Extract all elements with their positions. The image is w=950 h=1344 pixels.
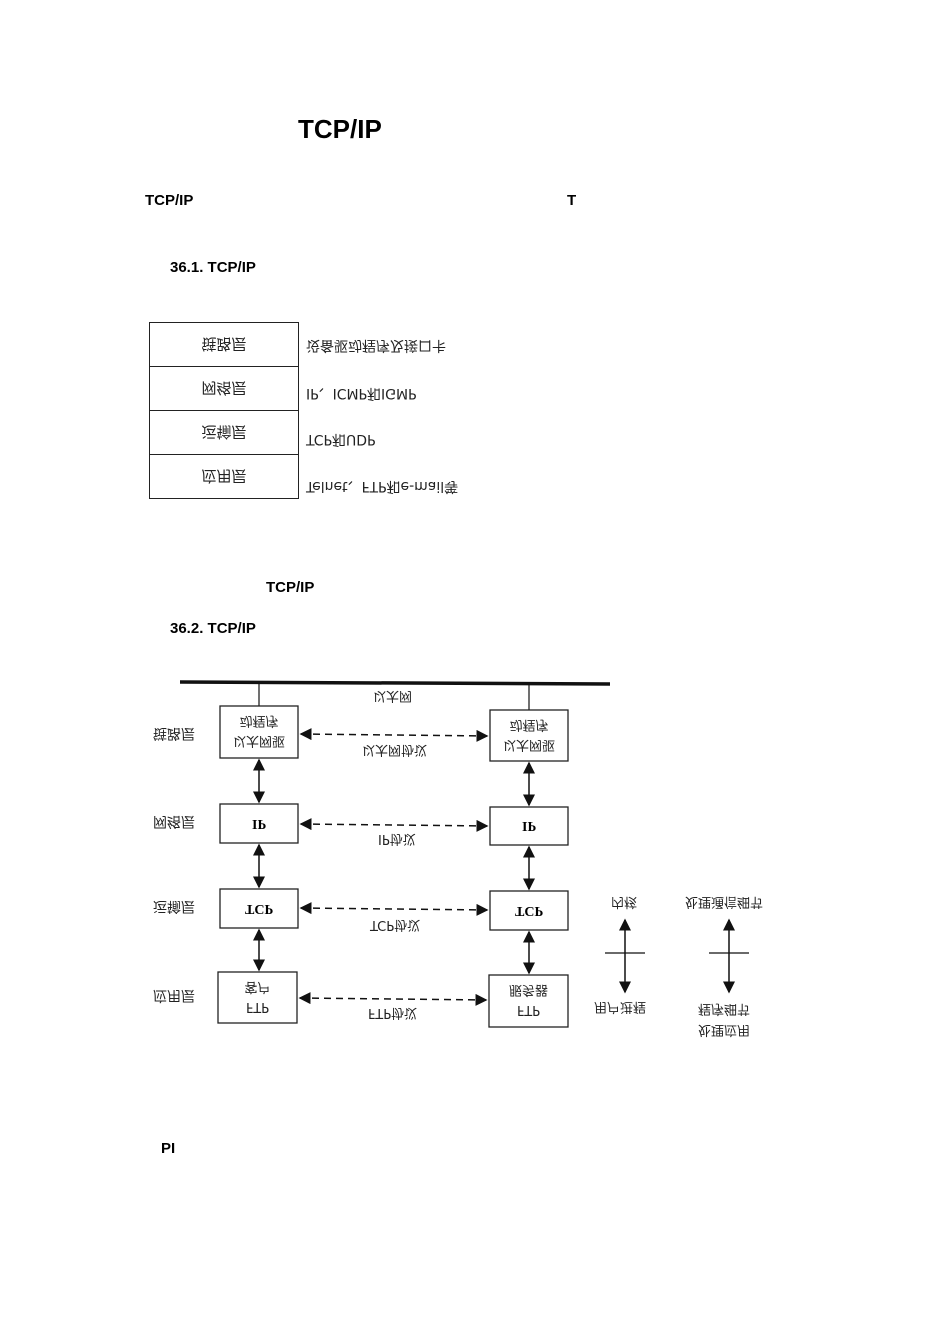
layer-label-transport: 运输层 — [153, 898, 195, 914]
ftp-protocol-label: FTP协议 — [368, 1005, 418, 1020]
ftp-protocol-arrow — [298, 992, 488, 1006]
left-ip-label: IP — [252, 816, 266, 831]
left-driver-box — [219, 705, 299, 759]
legend-comm-details-label: 处理通信细节 — [685, 894, 764, 909]
legend-app-details-label: 处理应用程序细节 — [698, 1001, 751, 1037]
ethernet-bus — [179, 680, 611, 686]
mid-text: TCP/IP — [266, 579, 315, 596]
right-driver-label: 以太网驱动程序 — [502, 717, 555, 752]
layer-label-network: 网络层 — [153, 813, 195, 829]
figure2-caption: 36.2. TCP/IP — [170, 620, 256, 637]
layer-label-link: 链路层 — [153, 725, 195, 741]
figure1-caption: 36.1. TCP/IP — [170, 259, 256, 276]
right-ip-label: IP — [522, 818, 536, 833]
right-ip-box — [489, 806, 569, 846]
ethernet-protocol-arrow — [299, 728, 489, 742]
intro-text-left: TCP/IP — [145, 192, 194, 209]
tcp-protocol-label: TCP协议 — [370, 917, 421, 932]
left-ftp-box — [217, 971, 298, 1024]
left-ip-box — [219, 803, 299, 844]
layer-link: 链路层 — [150, 323, 298, 367]
layer-network: 网络层 — [150, 367, 298, 411]
legend-user-process-label: 用户进程 — [594, 999, 647, 1014]
tcp-protocol-arrow — [299, 902, 489, 916]
ethernet-label: 以太网 — [373, 688, 413, 703]
left-tcp-label: TCP — [245, 901, 273, 916]
ip-protocol-arrow — [299, 818, 489, 832]
ip-protocol-label: IP协议 — [378, 831, 416, 846]
page-title: TCP/IP — [298, 114, 382, 144]
right-tcp-label: TCP — [515, 903, 543, 918]
layer-transport: 运输层 — [150, 411, 298, 455]
right-driver-box — [489, 709, 569, 762]
footer-text: PI — [161, 1140, 176, 1157]
layer-label-application: 应用层 — [153, 987, 195, 1003]
left-driver-label: 以太网驱动程序 — [232, 713, 285, 748]
left-tcp-box — [219, 888, 299, 929]
protocol-layer-stack: 链路层 网络层 运输层 应用层 — [149, 322, 299, 499]
right-ftp-box — [488, 974, 569, 1028]
right-tcp-box — [489, 890, 569, 931]
ethernet-protocol-label: 以太网协议 — [362, 742, 428, 757]
legend-kernel-label: 内核 — [611, 894, 638, 909]
intro-text-right: T — [567, 192, 577, 209]
